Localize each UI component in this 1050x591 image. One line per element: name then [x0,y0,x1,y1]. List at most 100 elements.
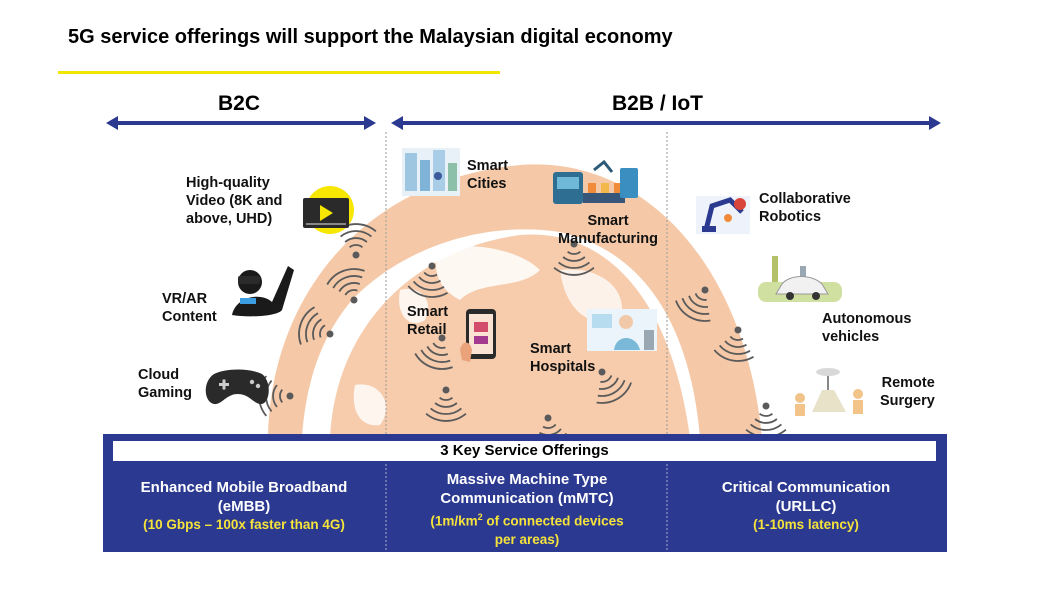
signal-arc-robotics-2 [681,297,710,315]
signal-arc-hospitals-2-1 [598,377,619,390]
signal-arc-vr-2 [305,312,319,343]
signal-arc-hospitals-2-0 [600,375,613,383]
signal-dot-robotics [701,286,709,294]
offering-embb-name: Enhanced Mobile Broadband [140,479,348,496]
signal-arc-retail-1 [426,345,449,356]
signal-dot-video [352,251,360,259]
signal-arc-manufacturing-3 [553,266,595,276]
smart-city-icon [402,148,460,196]
offering-urllc-detail: (1-10ms latency) [753,517,859,532]
signal-arc-retail-2-2 [430,407,462,415]
signal-dot-cities [428,262,436,270]
signal-dot-manufacturing [570,240,578,248]
signal-dot-hospitals-2 [598,368,606,376]
offering-mmtc: Massive Machine Type Communication (mMTC… [392,470,662,549]
signal-arc-cities-3 [407,285,448,298]
signal-arc-surgery-0 [759,412,773,417]
signal-arc-video-0 [349,244,363,249]
offering-embb-abbr: (eMBB) [217,498,271,515]
signal-arc-robotics-0 [694,293,707,301]
game-controller-icon [205,369,269,405]
signal-arc-vr-1 [312,318,323,341]
signal-arc-retail-2-0 [439,396,453,401]
b2c-arrow [106,116,376,130]
signal-arc-vr-3 [298,306,315,345]
signal-dot-globe-center [350,296,358,304]
signal-dot-hospitals [544,414,552,422]
signal-arc-vr-0 [319,324,326,338]
segment-label-b2b-iot: B2B / IoT [612,92,704,115]
signal-arc-retail-2-1 [434,402,458,408]
signal-arc-cities-2 [412,280,445,291]
signal-arc-gaming-0 [279,389,284,403]
signal-arc-gaming-1 [272,384,278,408]
title-underline [58,71,500,74]
signal-dot-retail [438,334,446,342]
signal-arc-vehicles-0 [729,335,744,341]
segment-label-b2c: B2C [218,92,261,115]
signal-arc-vehicles-2 [718,344,751,355]
signal-arc-manufacturing-0 [567,250,581,255]
offering-urllc-abbr: (URLLC) [775,498,837,515]
signal-arc-globe-center-2 [332,275,363,289]
signal-arc-surgery-1 [754,418,778,424]
signal-dot-vr [326,330,334,338]
signal-arc-retail-2 [420,349,451,363]
offering-mmtc-name: Massive Machine Type [446,471,608,488]
signal-arc-hospitals-0 [542,423,557,429]
collaborative-robot-icon [696,196,750,234]
signal-arc-cities-0 [423,271,438,277]
signal-arc-robotics-3 [675,300,711,322]
signal-dot-gaming [286,392,294,400]
signal-dot-surgery [762,402,770,410]
signal-arc-manufacturing-2 [558,261,590,269]
offering-embb-detail: (10 Gbps – 100x faster than 4G) [143,517,345,532]
smart-manufacturing-icon [553,159,638,204]
key-offerings-title: 3 Key Service Offerings [113,441,936,461]
vr-headset-person-icon [232,266,294,317]
signal-dot-retail-2 [442,386,450,394]
signal-arc-surgery-2 [750,423,782,431]
offering-mmtc-detail: (1m/km2 of connected devices [430,512,624,529]
offering-mmtc-abbr: Communication (mMTC) [440,490,614,507]
signal-arc-globe-center-0 [344,289,358,296]
globe [268,164,762,438]
signal-waves [258,223,787,450]
offering-urllc: Critical Communication (URLLC) (1-10ms l… [672,478,940,534]
offering-urllc-name: Critical Communication [721,479,891,496]
signal-arc-retail-2-3 [425,412,467,422]
signal-arc-cities-1 [418,276,441,284]
signal-arc-retail-0 [432,342,446,349]
page-title: 5G service offerings will support the Ma… [68,26,673,48]
signal-arc-robotics-1 [688,295,709,308]
smart-retail-phone-icon [460,309,496,362]
signal-arc-video-1 [344,237,368,243]
signal-arc-vehicles-1 [724,340,747,348]
video-player-icon [303,186,354,234]
autonomous-vehicle-icon [758,256,842,302]
signal-arc-hospitals-2-2 [597,379,626,397]
signal-arc-video-2 [340,230,372,238]
signal-dot-vehicles [734,326,742,334]
signal-arc-manufacturing-1 [562,256,586,262]
b2b-arrow [391,116,941,130]
offering-mmtc-detail-2: per areas) [494,531,560,547]
signal-arc-retail-3 [414,353,453,370]
signal-arc-globe-center-3 [326,268,365,285]
signal-arc-vehicles-3 [713,349,754,362]
offering-embb: Enhanced Mobile Broadband (eMBB) (10 Gbp… [108,478,380,534]
smart-hospital-icon [587,309,657,351]
remote-surgery-icon [795,368,863,416]
signal-arc-globe-center-1 [338,282,361,293]
signal-arc-hospitals-2-3 [596,382,632,404]
